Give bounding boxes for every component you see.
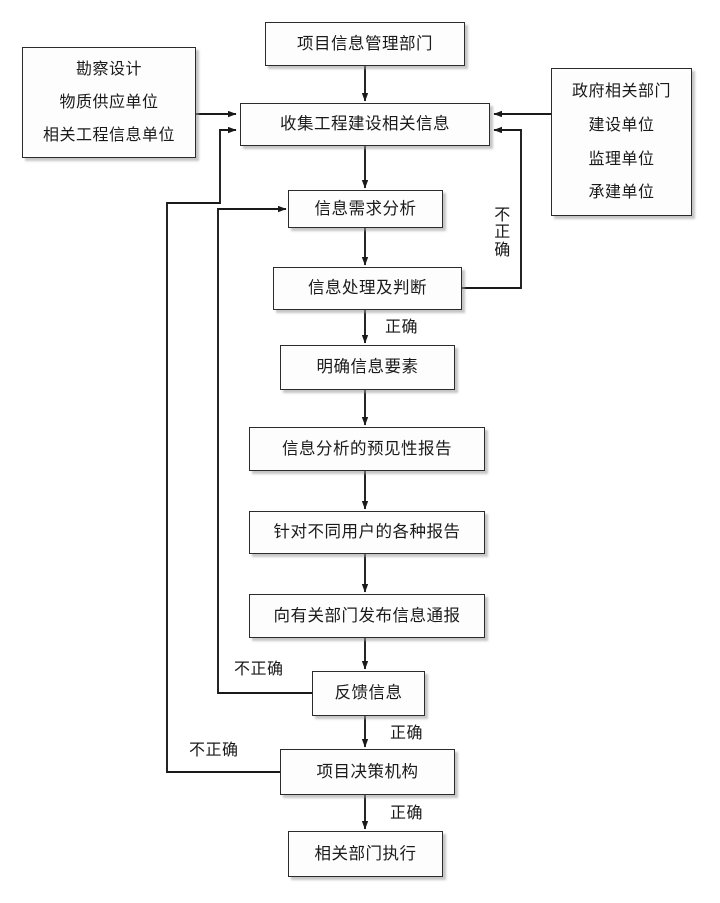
edge-label-incorrect-feedback: 不正确 [234, 659, 284, 678]
node-process-judge[interactable]: 信息处理及判断 [273, 267, 462, 310]
node-label: 项目信息管理部门 [297, 33, 433, 53]
node-label: 针对不同用户的各种报告 [273, 522, 461, 542]
node-label: 信息分析的预见性报告 [282, 438, 452, 458]
connector-process-incorrect-loop [462, 126, 522, 289]
node-label: 反馈信息 [334, 683, 403, 703]
node-label: 项目决策机构 [316, 761, 419, 781]
node-label: 承建单位 [588, 182, 655, 202]
node-collect-info[interactable]: 收集工程建设相关信息 [240, 103, 490, 146]
node-info-mgmt-dept[interactable]: 项目信息管理部门 [265, 22, 465, 66]
node-publish-bulletin[interactable]: 向有关部门发布信息通报 [249, 594, 485, 638]
node-label: 相关部门执行 [314, 843, 417, 863]
node-label: 向有关部门发布信息通报 [273, 605, 461, 625]
node-label: 监理单位 [588, 148, 655, 168]
node-label: 信息需求分析 [314, 198, 417, 218]
node-label: 明确信息要素 [316, 357, 419, 377]
node-feedback-info[interactable]: 反馈信息 [312, 671, 425, 716]
node-label: 勘察设计 [75, 59, 142, 79]
node-departments-execute[interactable]: 相关部门执行 [288, 831, 443, 877]
node-predictive-report[interactable]: 信息分析的预见性报告 [249, 427, 485, 471]
node-label: 收集工程建设相关信息 [280, 114, 450, 134]
node-label: 信息处理及判断 [308, 278, 427, 298]
node-sources-right[interactable]: 政府相关部门建设单位监理单位承建单位 [551, 68, 692, 216]
node-clarify-elements[interactable]: 明确信息要素 [280, 345, 455, 390]
edge-label-correct-decision: 正确 [390, 803, 424, 822]
edge-label-correct-feedback: 正确 [390, 723, 424, 742]
node-label: 物质供应单位 [59, 92, 159, 112]
node-decision-body[interactable]: 项目决策机构 [280, 749, 455, 795]
node-label: 建设单位 [588, 114, 655, 134]
edge-label-incorrect-process: 不正确 [494, 205, 511, 259]
node-label: 相关工程信息单位 [42, 125, 175, 145]
node-sources-left[interactable]: 勘察设计物质供应单位相关工程信息单位 [22, 47, 196, 158]
node-label: 政府相关部门 [571, 81, 671, 101]
node-user-reports[interactable]: 针对不同用户的各种报告 [249, 511, 485, 554]
edge-label-correct-process: 正确 [385, 317, 419, 336]
node-demand-analysis[interactable]: 信息需求分析 [288, 190, 443, 228]
edge-label-incorrect-decision: 不正确 [189, 740, 239, 759]
